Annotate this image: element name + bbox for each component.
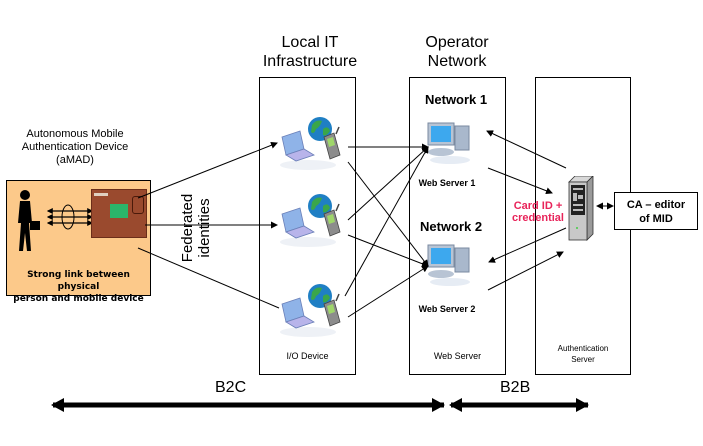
amad-box: Strong link between physical person and …	[6, 180, 151, 304]
person-icon	[18, 190, 40, 251]
mobile-device-icon	[91, 189, 147, 238]
authentication-server-label: Authentication Server	[535, 343, 631, 365]
arrow-io3-ws1	[344, 146, 429, 297]
io-device-icon-1	[280, 117, 341, 170]
card-label-line-2: credential	[512, 212, 564, 224]
amad-title-line-3: (aMAD)	[56, 154, 94, 166]
web-server-2-icon	[427, 244, 470, 286]
b2c-label: B2C	[215, 379, 247, 396]
card-id-credential-label: Card ID + credential	[508, 200, 568, 224]
operator-title-line-1: Operator	[425, 34, 489, 51]
arrow-io2-ws1	[347, 146, 429, 221]
auth-label-line-2: Server	[571, 355, 595, 364]
network-1-label: Network 1	[425, 92, 488, 107]
b2b-label: B2B	[500, 379, 531, 396]
network-2-label: Network 2	[420, 219, 483, 234]
arrow-io1-ws2	[347, 161, 429, 267]
arrow-io2-ws2	[347, 234, 429, 268]
amad-title-line-2: Authentication Device	[21, 141, 129, 153]
web-server-1-label: Web Server 1	[418, 178, 476, 188]
line-amad-to-io-3	[137, 247, 280, 309]
ca-box-line-1: CA – editor	[626, 199, 686, 211]
operator-title-line-2: Network	[427, 53, 487, 70]
web-server-column-label: Web Server	[433, 351, 482, 361]
auth-label-line-1: Authentication	[557, 344, 609, 353]
io-device-icon-3	[280, 284, 341, 337]
ca-box-line-2: of MID	[639, 213, 673, 225]
authentication-server-icon	[568, 176, 594, 241]
amad-title-line-1: Autonomous Mobile	[26, 128, 124, 140]
card-label-line-1: Card ID +	[513, 200, 563, 212]
web-server-1-icon	[427, 122, 470, 164]
arrow-ws1-to-auth	[487, 167, 553, 195]
operator-network-title: Operator Network	[400, 33, 514, 71]
arrow-auth-to-ws2	[488, 227, 567, 263]
local-it-title: Local IT Infrastructure	[250, 33, 370, 71]
strong-link-icon	[46, 204, 94, 230]
ca-editor-box: CA – editor of MID	[614, 192, 698, 230]
arrow-amad-to-io-1	[137, 141, 278, 199]
io-device-label: I/O Device	[286, 351, 329, 361]
amad-title: Autonomous Mobile Authentication Device …	[0, 128, 150, 167]
arrow-auth-to-ws1	[486, 130, 567, 169]
arrow-ws2-to-auth	[487, 251, 564, 291]
io-device-icon-2	[280, 194, 341, 247]
web-server-2-label: Web Server 2	[418, 304, 476, 314]
local-it-title-line-2: Infrastructure	[262, 53, 358, 70]
amad-caption-line-2: person and mobile device	[13, 294, 144, 304]
amad-caption-line-1: Strong link between physical	[27, 270, 130, 292]
arrow-io3-ws2	[347, 265, 429, 318]
local-it-title-line-1: Local IT	[281, 34, 339, 51]
amad-caption: Strong link between physical person and …	[7, 269, 150, 305]
